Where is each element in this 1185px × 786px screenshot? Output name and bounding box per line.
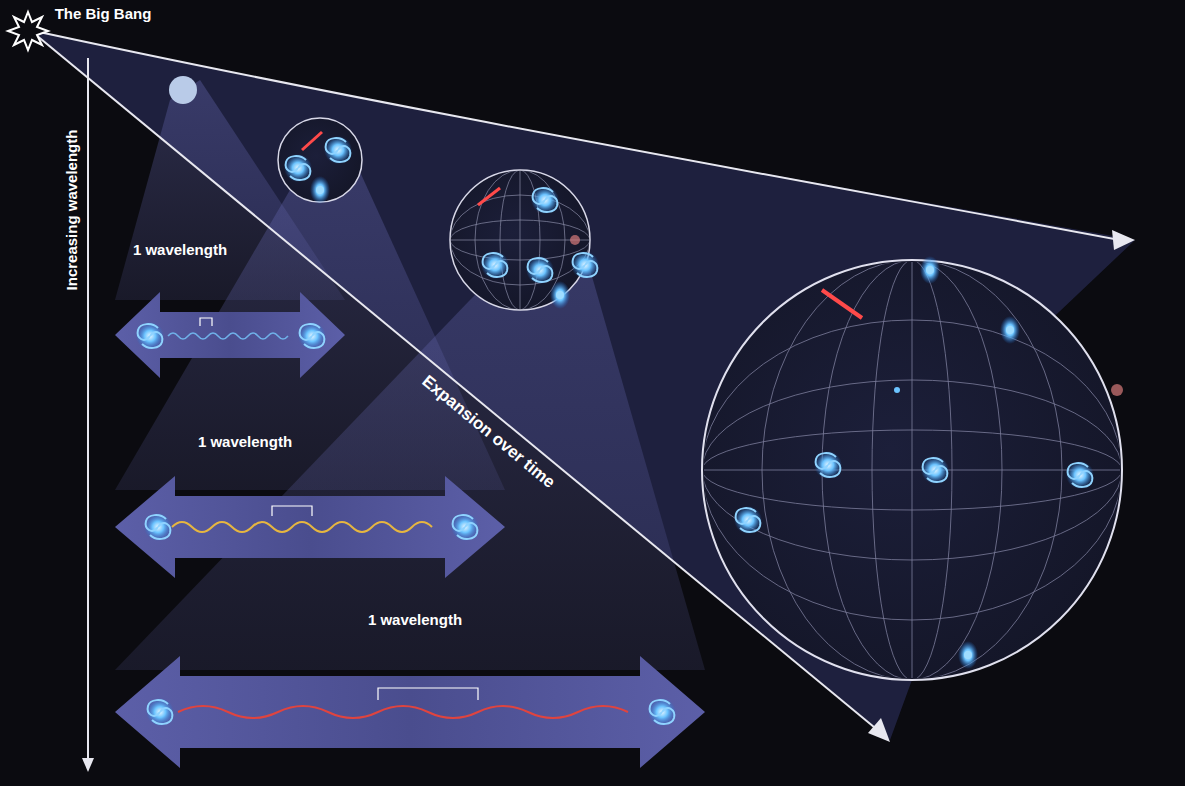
wavelength-label: 1 wavelength (368, 611, 462, 629)
axis-label: Increasing wavelength (63, 130, 81, 291)
wavelength-label: 1 wavelength (133, 241, 227, 259)
wavelength-label: 1 wavelength (198, 433, 292, 451)
title-label: The Big Bang (55, 5, 152, 23)
